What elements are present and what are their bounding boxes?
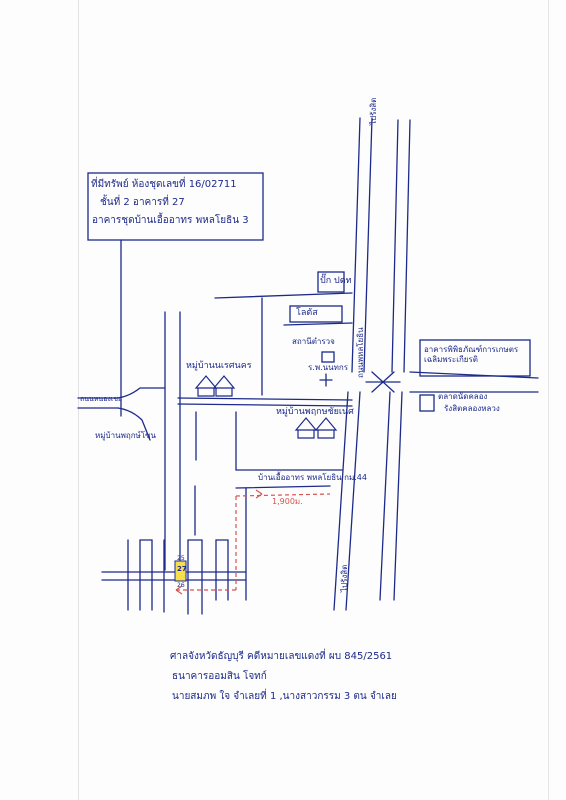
- road-label-main: ถนนพหลโยธิน: [356, 327, 365, 378]
- distance-label: 1,900ม.: [272, 497, 303, 506]
- village1-houses: [194, 375, 236, 397]
- lotus-label: โลตัส: [296, 308, 318, 318]
- office-label: อาคารพิพิธภัณฑ์การเกษตรเฉลิมพระเกียรติ: [424, 345, 519, 365]
- temple-label-2: รังสิตคลองหลวง: [444, 404, 500, 413]
- project-road-top-2: [235, 485, 331, 489]
- highway-line-6: [345, 391, 361, 611]
- mid-road-a: [177, 403, 353, 407]
- building-number: 27: [177, 565, 187, 573]
- hospital-label: ร.พ.นนทกร: [308, 363, 349, 372]
- north-road-2: [283, 322, 353, 326]
- police-label: สถานีตำรวจ: [292, 337, 335, 346]
- footer-line-3: นายสมภพ ใจ จำเลยที่ 1 ,นางสาวกรรม 3 ตน จ…: [172, 691, 397, 702]
- village1-label: หมู่บ้านนเรศนคร: [186, 361, 252, 371]
- village2-houses: [294, 417, 338, 439]
- west-curve-bot: [117, 407, 151, 441]
- header-box: [87, 172, 264, 241]
- paper-fold-line: [78, 0, 79, 800]
- footer-line-2: ธนาคารออมสิน โจทก์: [172, 671, 267, 682]
- header-line-3: อาคารชุดบ้านเอื้ออาทร พหลโยธิน 3: [92, 215, 249, 226]
- highway-line-1: [351, 117, 361, 373]
- route-path: [176, 493, 331, 591]
- highway-line-8: [393, 391, 403, 601]
- temple-label-1: ตลาดนัดคลอง: [438, 392, 488, 401]
- village2-label: หมู่บ้านพฤกษชัยเนศ: [276, 407, 354, 417]
- lotus-box: [289, 305, 343, 323]
- building-tag-1: 25: [177, 555, 185, 562]
- north-road: [214, 292, 353, 299]
- village3-label: หมู่บ้านพฤกษ์โซน: [95, 431, 157, 440]
- road-label-top: ไปรังสิต: [369, 97, 378, 125]
- target-building: [174, 560, 187, 582]
- temple-marker: [419, 394, 435, 412]
- ptt-label: ปั๊ก ปตท: [320, 276, 352, 286]
- road-label-left: ถนนหนองเชย: [80, 395, 123, 403]
- highway-line-7: [379, 391, 391, 601]
- office-box: [419, 339, 531, 377]
- ptt-box: [317, 271, 345, 293]
- mid-road-b: [177, 397, 353, 401]
- east-road-top: [409, 371, 539, 379]
- highway-line-3: [391, 119, 399, 373]
- project-label: บ้านเอื้ออาทร พหลโยธิน กม.44: [258, 473, 367, 482]
- route-arrow-1: [255, 489, 263, 499]
- highway-line-4: [403, 119, 411, 373]
- road-label-bottom: ไปรังสิต: [340, 564, 349, 592]
- highway-line-2: [363, 117, 373, 373]
- route-arrow-2: [175, 585, 183, 595]
- header-line-1: ที่มีทรัพย์ ห้องชุดเลขที่ 16/02711: [91, 179, 237, 190]
- header-line-2: ชั้นที่ 2 อาคารที่ 27: [100, 197, 185, 208]
- police-box: [321, 351, 335, 363]
- building-tag-2: 26: [177, 582, 185, 589]
- highway-line-5: [333, 391, 349, 611]
- west-curve-top: [117, 387, 166, 399]
- footer-line-1: ศาลจังหวัดธัญบุรี คดีหมายเลขแดงที่ ผบ 84…: [170, 651, 393, 662]
- hospital-cross: [319, 373, 333, 387]
- paper-fold-line-right: [548, 0, 549, 800]
